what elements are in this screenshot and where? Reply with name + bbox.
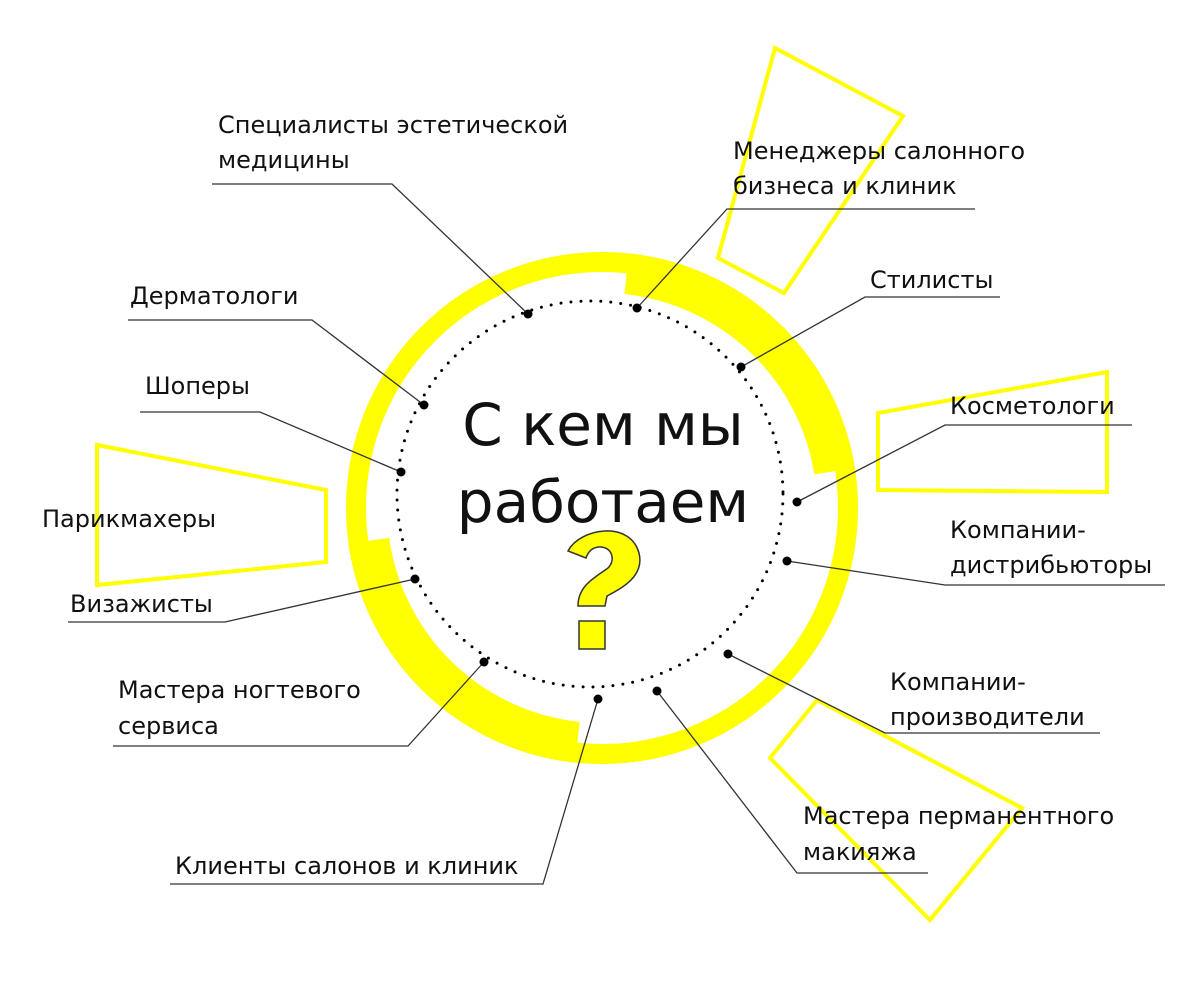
anchor-dot: [523, 309, 533, 319]
leader-clients: [170, 698, 599, 885]
yellow-frame-top-right: [715, 45, 906, 296]
yellow-ring: [346, 252, 858, 764]
label-aesthetic-line-2: медицины: [218, 146, 350, 174]
yellow-ring-thick-arc-right: [624, 253, 855, 475]
anchor-dot: [652, 686, 662, 696]
leader-managers: [636, 208, 975, 309]
yellow-frame-left: [95, 442, 328, 588]
label-cosmetologists: Косметологи: [950, 392, 1115, 420]
anchor-dots: [396, 303, 802, 704]
anchor-dot: [479, 657, 489, 667]
label-dermatologists: Дерматологи: [130, 282, 298, 310]
leader-distributors: [786, 560, 1165, 586]
anchor-dot: [632, 303, 642, 313]
leader-makeup: [68, 578, 416, 623]
anchor-dot: [396, 467, 406, 477]
yellow-frame-bottom-right: [767, 697, 1026, 923]
leader-cosmetologists: [796, 424, 1132, 503]
anchor-dot: [792, 497, 802, 507]
anchor-dot: [723, 649, 733, 659]
label-nails-line-1: Мастера ногтевого: [118, 676, 361, 704]
label-aesthetic-line-1: Специалисты эстетической: [218, 111, 568, 139]
anchor-dot: [419, 400, 429, 410]
leader-dermatologists: [128, 319, 425, 406]
title-line-2: работаем: [457, 468, 749, 536]
question-mark-icon: [566, 530, 641, 650]
label-managers-line-2: бизнеса и клиник: [733, 172, 957, 200]
anchor-dot: [782, 556, 792, 566]
title-line-1: С кем мы: [462, 391, 743, 459]
yellow-ring-thick-arc-left: [348, 537, 580, 763]
leader-stylists: [740, 296, 1000, 368]
label-distributors-line-1: Компании-: [950, 516, 1086, 544]
anchor-dot: [593, 694, 603, 704]
leader-permanent: [656, 690, 928, 874]
label-shoppers: Шоперы: [145, 372, 250, 400]
label-stylists: Стилисты: [870, 266, 993, 294]
leader-shoppers: [140, 411, 402, 473]
label-nails-line-2: сервиса: [118, 712, 219, 740]
leader-aesthetic: [212, 183, 529, 315]
dotted-circle: [395, 299, 785, 689]
label-makeup: Визажисты: [70, 590, 213, 618]
label-distributors-line-2: дистрибьюторы: [950, 551, 1152, 579]
label-permanent-line-2: макияжа: [803, 838, 917, 866]
label-clients: Клиенты салонов и клиник: [175, 852, 519, 880]
leader-nails: [113, 661, 485, 747]
label-managers-line-1: Менеджеры салонного: [733, 137, 1025, 165]
anchor-dot: [410, 574, 420, 584]
label-hairdressers: Парикмахеры: [42, 505, 216, 533]
label-manufacturers-line-1: Компании-: [890, 668, 1026, 696]
leader-manufacturers: [727, 653, 1100, 734]
label-permanent-line-1: Мастера перманентного: [803, 802, 1114, 830]
anchor-dot: [736, 362, 746, 372]
label-manufacturers-line-2: производители: [890, 703, 1085, 731]
yellow-frame-right: [876, 369, 1109, 495]
